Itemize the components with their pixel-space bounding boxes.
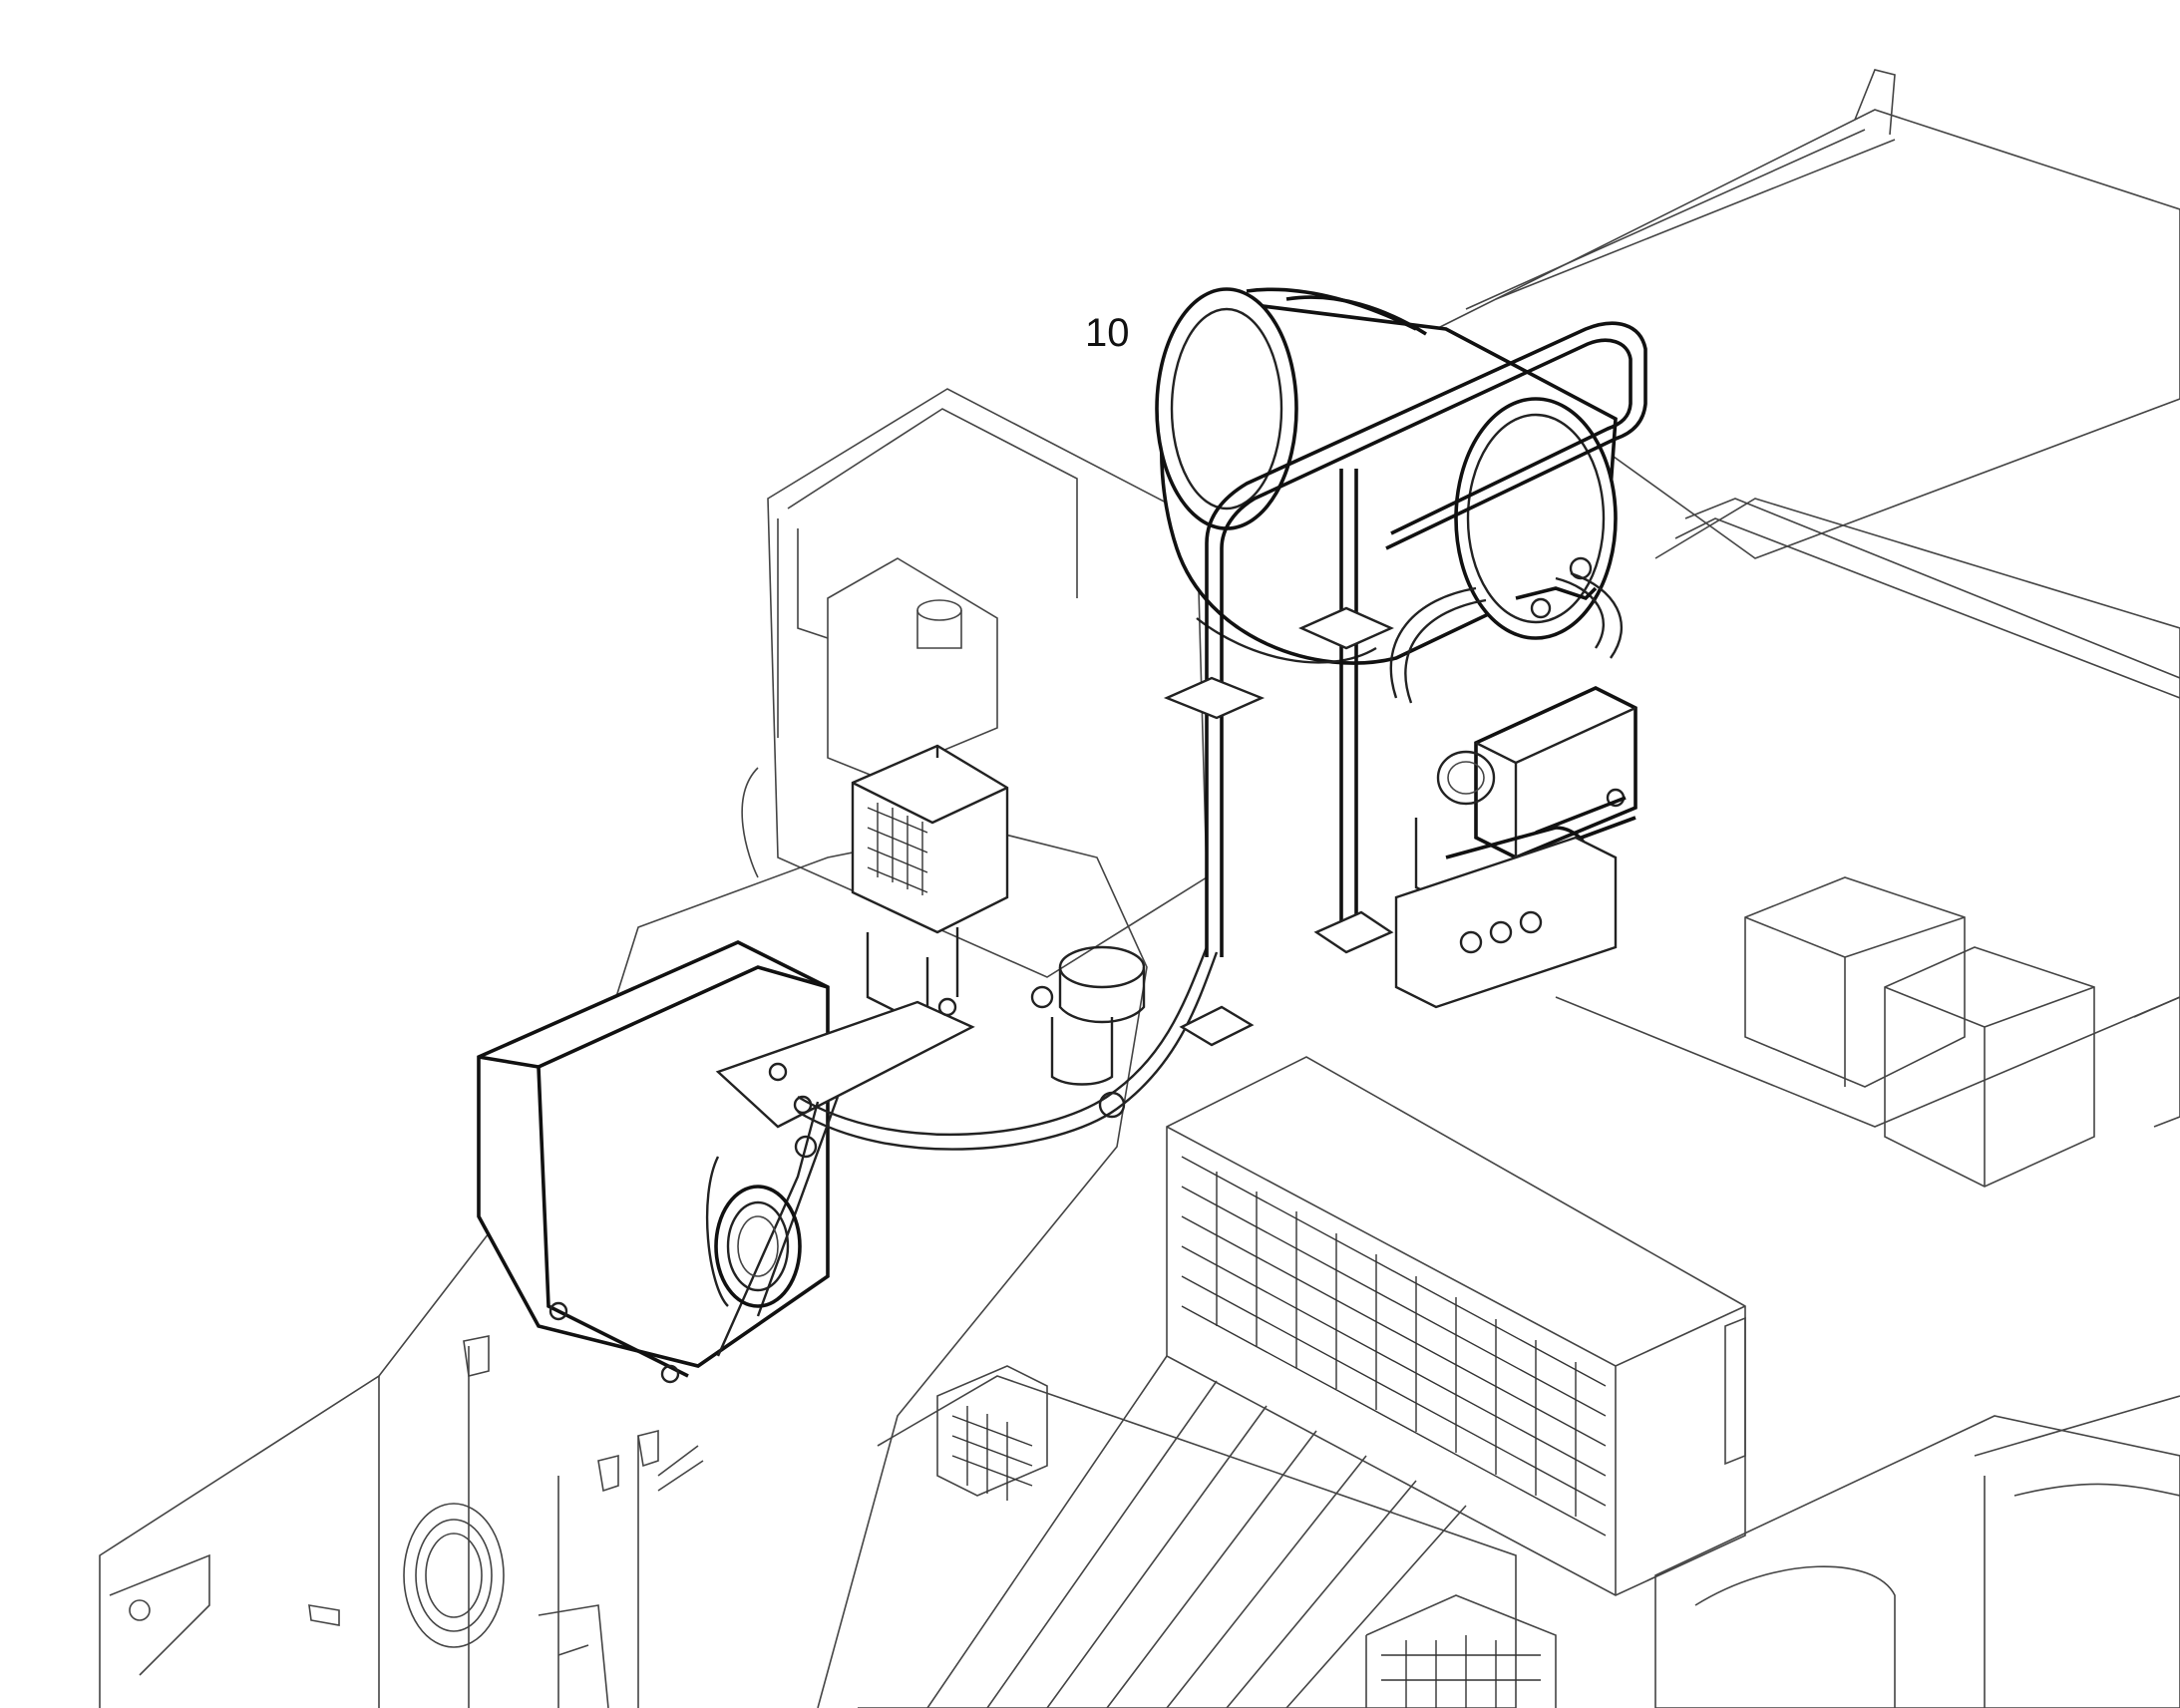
machine-body — [99, 69, 2180, 1708]
engine-hood — [1166, 1056, 1746, 1596]
guard-rail — [1163, 321, 1647, 1047]
work-light-large — [477, 940, 975, 1384]
right-junction-boxes — [1744, 876, 2180, 1188]
cab-outline — [1654, 1395, 2180, 1708]
work-light-upper — [851, 744, 1009, 1029]
hose-assembly — [797, 946, 1219, 1151]
hood-grille — [1181, 1156, 1607, 1537]
valve-block — [1389, 556, 1637, 1009]
filter-fitting — [1030, 945, 1146, 1086]
callout-label-10: 10 — [1085, 311, 1130, 355]
radiator-grille — [858, 1355, 1557, 1708]
